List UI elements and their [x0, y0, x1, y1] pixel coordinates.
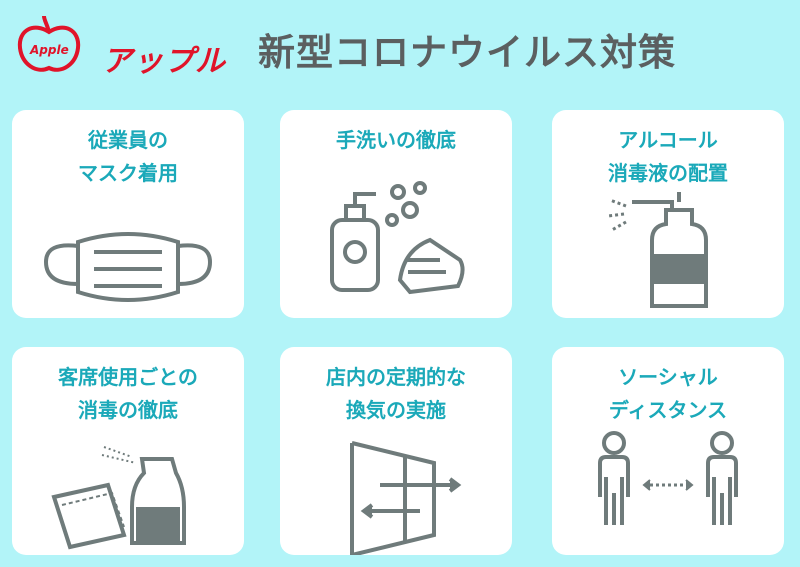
spray-cloth-icon: [51, 446, 186, 550]
card-title-line2: ディスタンス: [608, 398, 728, 422]
apple-logo-icon: Apple: [17, 15, 81, 72]
card-mask: 従業員のマスク着用: [12, 110, 244, 318]
card-title-line2: 消毒液の配置: [608, 161, 728, 185]
card-social-distance: ソーシャルディスタンス: [552, 347, 784, 555]
social-distance-icon: [598, 431, 738, 525]
card-sanitizer: アルコール消毒液の配置: [552, 110, 784, 318]
card-handwash: 手洗いの徹底: [280, 110, 512, 318]
brand-name: アップル: [102, 44, 226, 79]
card-ventilation: 店内の定期的な換気の実施: [280, 347, 512, 555]
card-title-line1: 手洗いの徹底: [336, 128, 456, 152]
mask-icon: [43, 232, 213, 302]
card-title-line2: 消毒の徹底: [78, 398, 178, 422]
card-title-line2: 換気の実施: [346, 398, 446, 422]
card-title-line1: アルコール: [618, 128, 718, 152]
handwash-icon: [330, 181, 465, 295]
card-title-line2: マスク着用: [78, 161, 178, 185]
sanitizer-icon: [607, 192, 708, 308]
card-title-line1: 客席使用ごとの: [58, 365, 198, 389]
svg-text:Apple: Apple: [29, 43, 69, 57]
card-title-line1: ソーシャル: [618, 365, 718, 389]
card-title-line1: 従業員の: [88, 128, 168, 152]
page-title: 新型コロナウイルス対策: [258, 31, 676, 74]
window-ventilation-icon: [350, 441, 462, 555]
card-table-disinfect: 客席使用ごとの消毒の徹底: [12, 347, 244, 555]
brand-logo: Apple アップル: [14, 14, 244, 79]
card-title-line1: 店内の定期的な: [326, 365, 466, 389]
